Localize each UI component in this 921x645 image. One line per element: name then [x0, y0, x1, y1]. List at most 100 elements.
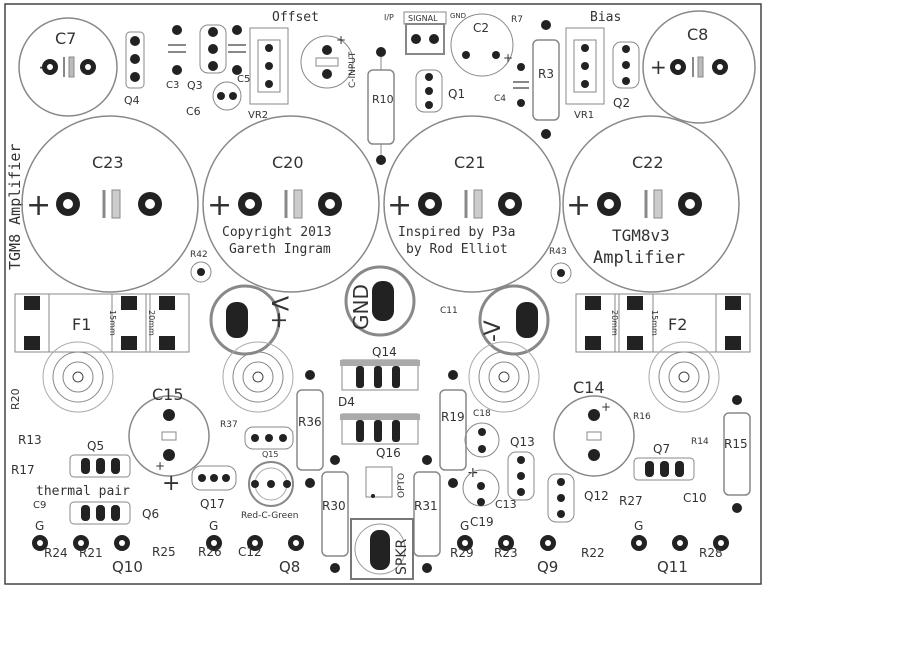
- resistor-r10: R10: [367, 47, 395, 165]
- svg-text:G: G: [460, 519, 469, 533]
- opto-coupler: OPTO: [365, 466, 407, 498]
- svg-text:R30: R30: [322, 499, 346, 513]
- svg-text:C3: C3: [166, 80, 179, 91]
- svg-text:Q12: Q12: [584, 489, 609, 503]
- svg-text:R43: R43: [549, 247, 567, 257]
- svg-text:+: +: [387, 188, 412, 223]
- svg-text:C5: C5: [237, 74, 250, 85]
- cap-c21: C21 + Inspired by P3a by Rod Elliot: [383, 115, 561, 293]
- svg-text:C4: C4: [494, 94, 506, 104]
- svg-text:I/P: I/P: [384, 13, 394, 22]
- label-c11: C11: [440, 306, 458, 316]
- label-r27: R27: [619, 494, 643, 508]
- svg-text:SPKR: SPKR: [394, 538, 410, 575]
- fuse-f2: F2 20mm 15mm: [575, 293, 751, 353]
- svg-text:Q15: Q15: [262, 450, 278, 459]
- svg-text:GND: GND: [450, 12, 466, 20]
- svg-text:15mm: 15mm: [650, 310, 659, 336]
- svg-text:+: +: [336, 33, 346, 47]
- svg-text:by Rod Elliot: by Rod Elliot: [406, 242, 508, 257]
- cap-c3: C3: [166, 25, 186, 91]
- cap-c15: C15 +: [128, 385, 210, 477]
- label-c10: C10: [683, 491, 707, 505]
- svg-text:Q4: Q4: [124, 94, 140, 107]
- mounting-hole-1: [42, 341, 114, 413]
- svg-text:Q1: Q1: [448, 87, 465, 101]
- label-r17: R17: [11, 463, 35, 477]
- board-outline: [4, 3, 762, 585]
- svg-text:R31: R31: [414, 499, 438, 513]
- power-connector-gnd: GND: [344, 265, 416, 337]
- svg-text:R3: R3: [538, 67, 554, 81]
- svg-text:R42: R42: [190, 250, 208, 260]
- cap-c23: C23 +: [21, 115, 199, 293]
- label-r29: R29: [450, 546, 474, 560]
- svg-text:Q14: Q14: [372, 345, 397, 359]
- label-r28: R28: [699, 546, 723, 560]
- label-c9: C9: [33, 500, 46, 511]
- svg-text:+: +: [26, 188, 51, 223]
- cap-c14: C14 +: [553, 378, 635, 477]
- svg-text:G: G: [209, 519, 218, 533]
- label-c12: C12: [238, 545, 262, 559]
- svg-text:Q5: Q5: [87, 439, 104, 453]
- cap-c5: C5: [228, 25, 250, 85]
- cap-c7: C7 +: [18, 17, 118, 117]
- svg-text:Q3: Q3: [187, 79, 203, 92]
- svg-text:G: G: [35, 519, 44, 533]
- resistor-r3: R3: [532, 20, 560, 139]
- speaker-connector: SPKR: [350, 518, 414, 580]
- transistor-q2: Q2: [612, 41, 640, 110]
- transistor-q6: Q6: [69, 501, 159, 525]
- svg-text:C22: C22: [632, 153, 664, 172]
- transistor-q12: Q12: [547, 473, 609, 523]
- svg-text:+: +: [207, 188, 232, 223]
- svg-text:Q17: Q17: [200, 497, 225, 511]
- transistor-q17: Q17: [191, 465, 237, 511]
- transistor-q1: Q1: [415, 69, 465, 113]
- transistor-q4: Q4: [124, 31, 145, 107]
- svg-text:Q6: Q6: [142, 507, 159, 521]
- plus-mark-c15: +: [162, 471, 180, 496]
- resistor-r42: R42: [190, 250, 212, 283]
- label-r24: R24: [44, 546, 68, 560]
- svg-text:VR2: VR2: [248, 110, 268, 121]
- svg-text:+: +: [566, 188, 591, 223]
- svg-text:Gareth Ingram: Gareth Ingram: [229, 242, 331, 257]
- resistor-r36: R36: [296, 370, 324, 488]
- svg-text:Q13: Q13: [510, 435, 535, 449]
- svg-text:+: +: [503, 51, 513, 65]
- svg-text:Copyright 2013: Copyright 2013: [222, 225, 332, 240]
- svg-text:+: +: [467, 465, 479, 481]
- led-red-c-green: Red-C-Green: [241, 461, 298, 521]
- svg-text:Q9: Q9: [537, 558, 558, 576]
- thermal-pair-label: thermal pair: [36, 484, 130, 499]
- transistor-q16: Q16: [340, 413, 420, 460]
- power-connector-v-plus: V+: [209, 284, 291, 356]
- cap-c4: C4: [494, 63, 529, 107]
- svg-text:R19: R19: [441, 410, 465, 424]
- transistor-q5: Q5: [69, 439, 131, 478]
- svg-text:Q11: Q11: [657, 558, 688, 576]
- trimpot-vr2: VR2: [248, 27, 289, 121]
- svg-text:Red-C-Green: Red-C-Green: [241, 511, 298, 521]
- label-r14: R14: [691, 437, 709, 447]
- svg-text:+: +: [155, 459, 165, 473]
- svg-text:Q7: Q7: [653, 442, 670, 456]
- offset-label: Offset: [272, 10, 319, 25]
- svg-text:Amplifier: Amplifier: [593, 248, 685, 268]
- svg-text:+: +: [650, 55, 667, 79]
- transistor-q7: Q7: [633, 442, 695, 481]
- cap-c18: C18: [464, 409, 500, 458]
- label-r7: R7: [511, 15, 523, 25]
- transistor-q14: Q14: [340, 345, 420, 391]
- svg-text:C15: C15: [152, 385, 184, 404]
- signal-input-header: I/P SIGNAL GND: [384, 11, 466, 55]
- output-transistor-q10: G Q10: [32, 519, 143, 576]
- svg-text:C20: C20: [272, 153, 304, 172]
- svg-text:C6: C6: [186, 105, 201, 118]
- output-transistor-q8: G Q8: [206, 519, 304, 576]
- board-title-vertical: TGM8 Amplifier: [6, 144, 24, 270]
- svg-text:C2: C2: [473, 21, 489, 35]
